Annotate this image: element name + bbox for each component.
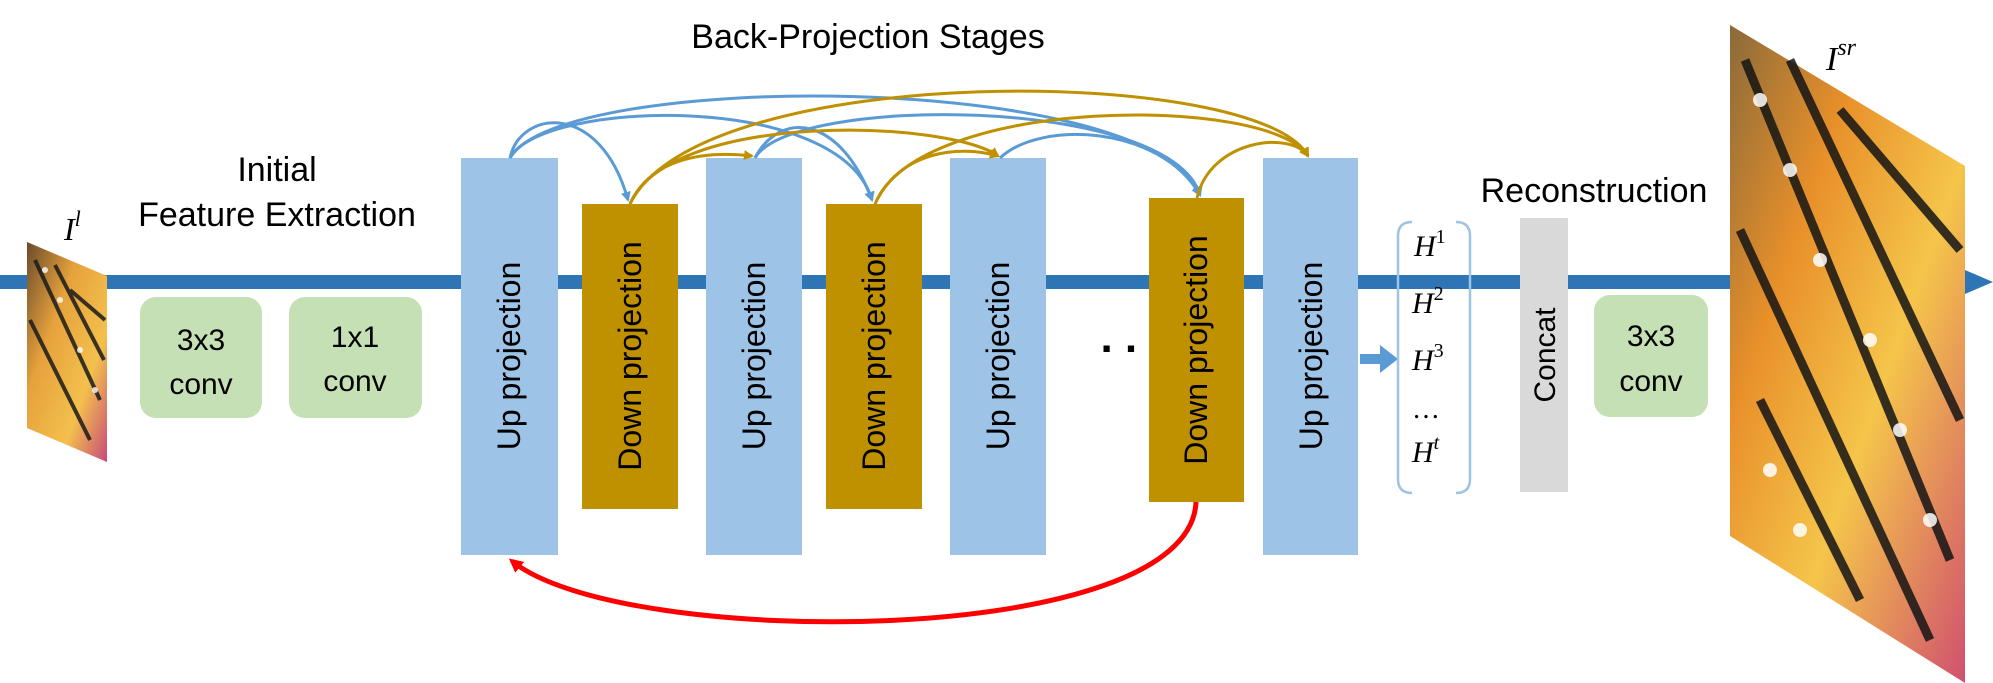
input-image-label: Il <box>63 206 81 247</box>
connection-downt-upt <box>1195 140 1310 199</box>
feedback-arrow <box>508 501 1199 625</box>
svg-text:Up projection: Up projection <box>491 262 527 451</box>
up-projection-1: Up projection <box>461 158 558 555</box>
reconstruction-conv-block: 3x3 conv <box>1594 295 1708 417</box>
svg-text:1x1: 1x1 <box>331 321 379 354</box>
svg-text:Up projection: Up projection <box>736 262 772 451</box>
connection-up1-down1 <box>508 121 631 202</box>
input-image <box>27 242 107 462</box>
down-projection-1: Down projection <box>582 204 678 509</box>
svg-text:3x3: 3x3 <box>177 324 225 357</box>
svg-text:Up projection: Up projection <box>980 262 1016 451</box>
connection-up3-downt <box>998 133 1202 197</box>
down-projection-t: Down projection <box>1149 198 1244 502</box>
down-projection-2: Down projection <box>826 204 922 509</box>
svg-text:Down projection: Down projection <box>612 241 648 470</box>
concat-block: Concat <box>1520 218 1568 492</box>
svg-text:Concat: Concat <box>1529 307 1562 403</box>
dense-connections <box>508 89 1310 205</box>
conv1x1-block: 1x1 conv <box>289 297 422 418</box>
svg-text:3x3: 3x3 <box>1627 320 1675 353</box>
feature-h2: H2 <box>1411 283 1444 320</box>
svg-text:Down projection: Down projection <box>1178 235 1214 464</box>
feature-ht: Ht <box>1411 432 1440 469</box>
up-projection-3: Up projection <box>950 158 1046 555</box>
svg-text:Up projection: Up projection <box>1293 262 1329 451</box>
feature-ellipsis: … <box>1414 394 1439 425</box>
output-image <box>1730 25 1965 683</box>
feature-arrow <box>1360 345 1398 373</box>
up-projection-t: Up projection <box>1263 158 1358 555</box>
feature-h1: H1 <box>1413 226 1446 263</box>
initial-feature-label-line2: Feature Extraction <box>138 196 416 234</box>
up-projection-2: Up projection <box>706 158 802 555</box>
feature-h3: H3 <box>1411 340 1444 377</box>
reconstruction-label: Reconstruction <box>1481 172 1708 210</box>
svg-text:conv: conv <box>169 368 232 401</box>
connection-down2-upt <box>873 113 1310 205</box>
initial-feature-label-line1: Initial <box>237 151 316 189</box>
connection-down1-upt <box>628 89 1310 205</box>
output-image-label: Isr <box>1825 35 1857 78</box>
svg-text:conv: conv <box>1619 365 1682 398</box>
svg-text:conv: conv <box>323 365 386 398</box>
conv3x3-block: 3x3 conv <box>140 297 262 418</box>
connection-up1-downt <box>508 94 1202 197</box>
output-arrowhead <box>1958 267 1993 297</box>
back-projection-title: Back-Projection Stages <box>691 18 1044 56</box>
feature-bracket <box>1396 220 1472 495</box>
svg-text:Down projection: Down projection <box>856 241 892 470</box>
connection-up2-downt <box>753 113 1203 197</box>
